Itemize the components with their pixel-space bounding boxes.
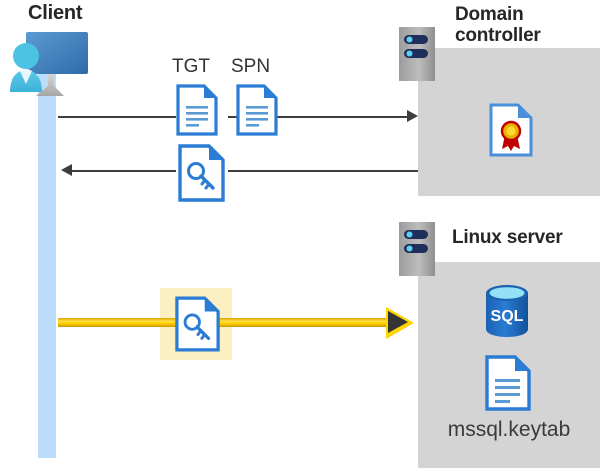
domain-controller-title: Domain controller [455,4,541,47]
tgt-label: TGT [172,56,210,77]
server-rack-icon [399,27,435,81]
server-rack-icon [399,222,435,276]
tgt-document-icon [176,84,218,136]
sql-database-icon: SQL [482,283,532,339]
spn-label: SPN [231,56,271,77]
service-ticket-arrowhead-inner-icon [388,311,408,333]
text-document-icon [485,355,531,411]
certificate-document-icon [489,103,533,157]
client-workstation-icon [4,26,92,102]
service-ticket-arrow-segment [216,318,390,327]
request-arrow-segment [58,116,176,118]
response-arrow-segment [72,170,176,172]
linux-server-title: Linux server [452,227,563,248]
spn-document-icon [236,84,278,136]
request-arrowhead-icon [407,110,418,122]
key-document-icon [178,144,226,202]
client-lifeline-bar [38,74,56,458]
key-document-icon [175,295,221,353]
service-ticket-arrow-segment [58,318,176,327]
keytab-file-label: mssql.keytab [447,418,571,441]
response-arrowhead-icon [61,164,72,176]
response-arrow-segment [228,170,418,172]
client-title: Client [28,2,83,24]
sql-database-label: SQL [491,308,524,325]
request-arrow-segment [284,116,408,118]
